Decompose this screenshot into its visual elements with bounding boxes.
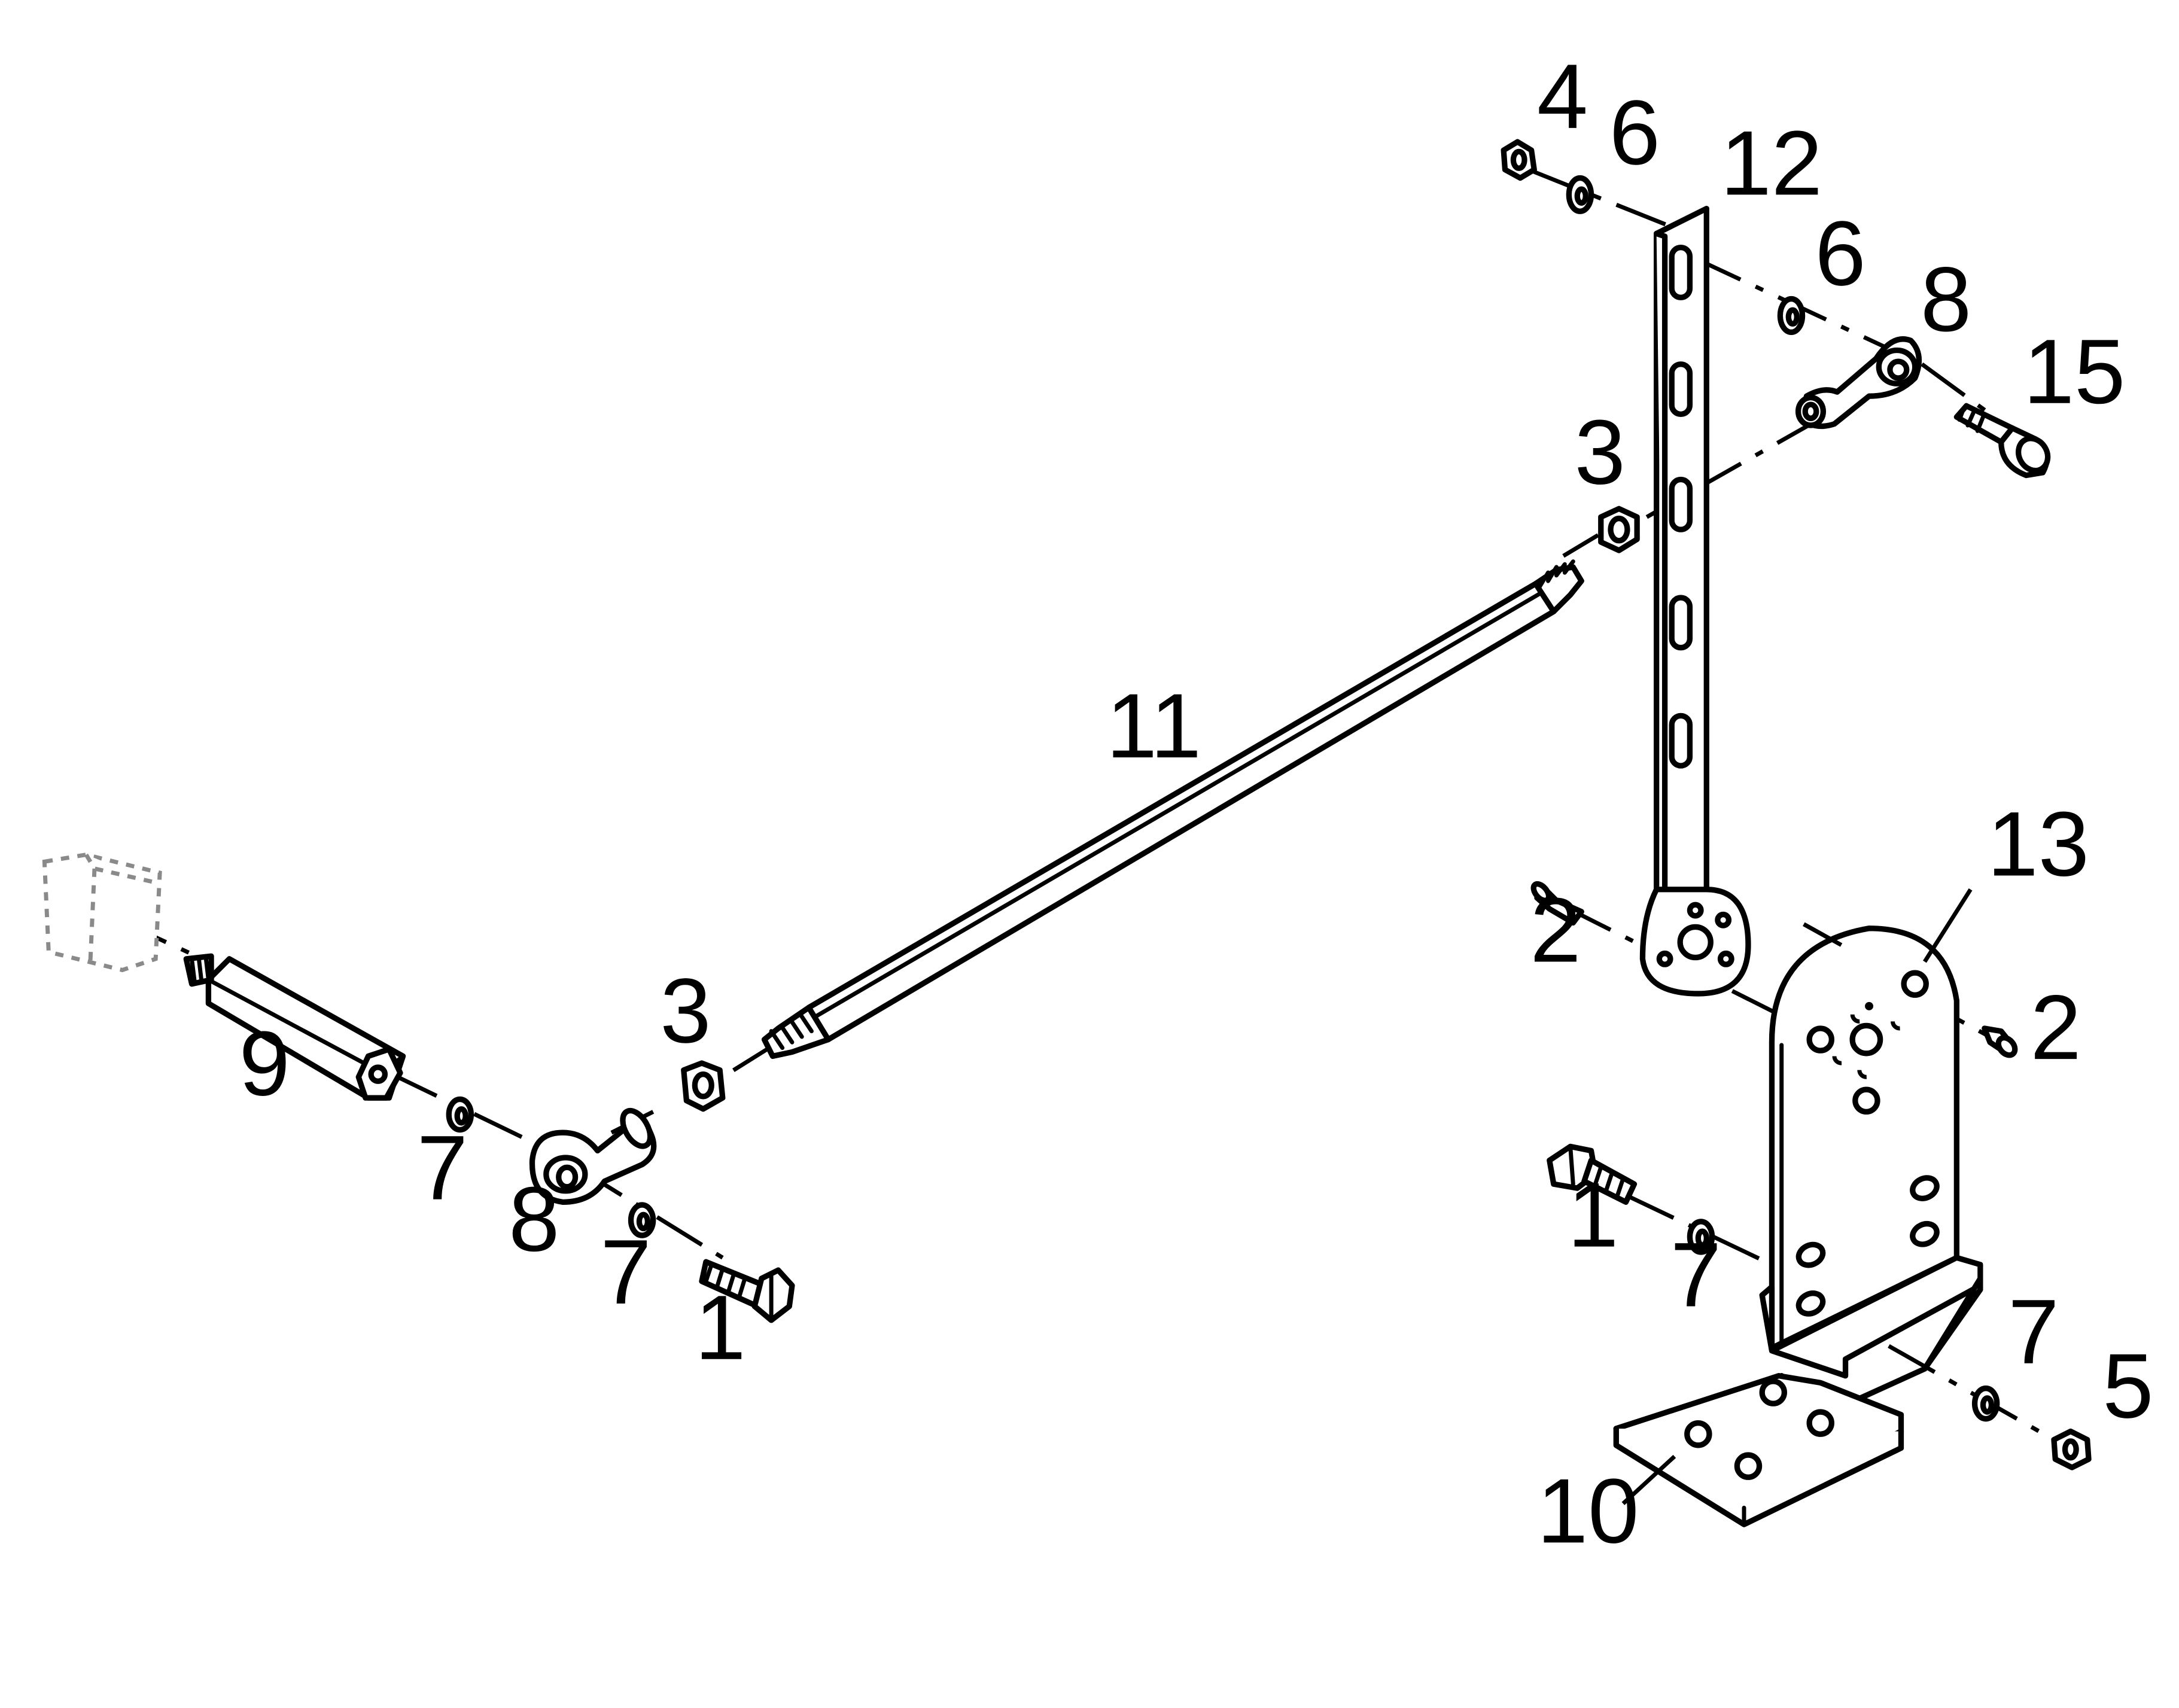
callout-8-right: 8 bbox=[1921, 248, 1971, 351]
callout-7-c: 7 bbox=[1670, 1224, 1721, 1326]
part-1-hex-bolt-left bbox=[699, 1259, 795, 1323]
part-10-base-plate bbox=[1613, 1255, 1983, 1527]
part-5-hex-nut-bottom bbox=[2051, 1428, 2092, 1470]
part-11-threaded-rod bbox=[761, 559, 1584, 1059]
callout-7-b: 7 bbox=[600, 1221, 651, 1323]
part-12-slotted-arm bbox=[1639, 205, 1751, 997]
callout-4: 4 bbox=[1537, 45, 1588, 148]
part-15-socket-screw bbox=[1953, 403, 2051, 479]
part-13-upright-bracket bbox=[1769, 925, 1960, 1351]
leader-lines bbox=[1621, 888, 1973, 1505]
part-9-hex-spacer bbox=[183, 953, 406, 1101]
callout-15: 15 bbox=[2023, 321, 2125, 423]
part-8-rod-end-left bbox=[529, 1107, 657, 1205]
part-1-hex-bolt-right bbox=[1547, 1143, 1638, 1205]
callout-3-lower: 3 bbox=[660, 960, 711, 1062]
callout-6-upper: 6 bbox=[1815, 202, 1865, 305]
part-2-screw-right bbox=[1982, 1025, 2018, 1058]
part-6-washer-top bbox=[1566, 175, 1594, 214]
part-7-washer-c bbox=[1687, 1219, 1715, 1255]
callout-3-upper: 3 bbox=[1575, 401, 1626, 503]
callout-7-a: 7 bbox=[417, 1117, 468, 1219]
callout-10: 10 bbox=[1537, 1460, 1639, 1562]
callout-11: 11 bbox=[1106, 675, 1201, 777]
part-6-washer-upper bbox=[1777, 296, 1806, 335]
part-2-screw-left bbox=[1530, 881, 1584, 926]
part-4-hex-nut-top bbox=[1501, 139, 1537, 181]
part-7-washer-b bbox=[628, 1202, 656, 1238]
callout-6-top: 6 bbox=[1609, 81, 1660, 184]
part-3-hex-nut-lower bbox=[681, 1060, 726, 1112]
callout-labels: 4 6 12 6 8 15 3 11 13 2 2 3 9 7 8 7 1 1 … bbox=[239, 45, 2154, 1563]
callout-12: 12 bbox=[1721, 112, 1823, 214]
callout-8-left: 8 bbox=[509, 1168, 559, 1271]
callout-13: 13 bbox=[1987, 793, 2089, 896]
reference-block-ghost bbox=[42, 853, 162, 973]
part-3-hex-nut-upper bbox=[1598, 506, 1640, 553]
callout-9: 9 bbox=[239, 1012, 290, 1115]
callout-1-left: 1 bbox=[695, 1277, 745, 1379]
part-7-washer-d bbox=[1971, 1385, 2000, 1422]
part-8-rod-end-right bbox=[1795, 336, 1922, 430]
callout-2-left: 2 bbox=[1530, 879, 1581, 982]
callout-7-d: 7 bbox=[2008, 1281, 2059, 1383]
callout-2-right: 2 bbox=[2030, 976, 2081, 1079]
callout-1-right: 1 bbox=[1568, 1164, 1618, 1266]
part-7-washer-a bbox=[446, 1096, 474, 1133]
callout-5: 5 bbox=[2102, 1335, 2153, 1437]
